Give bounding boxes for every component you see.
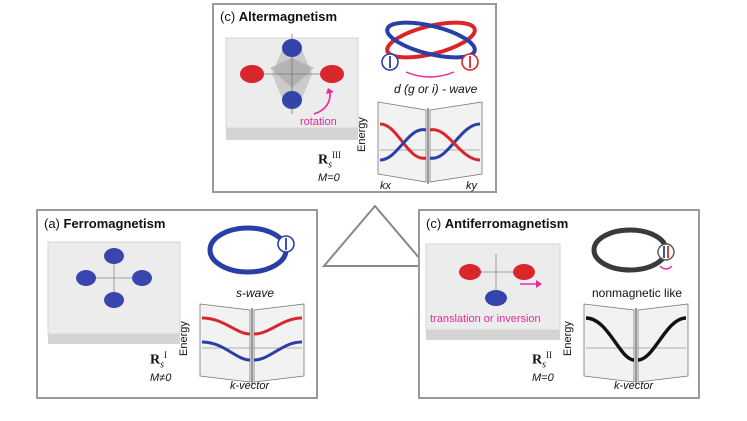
spin-up-atom-left [459, 264, 481, 280]
d-wave-ring-illustration [381, 20, 479, 78]
s-wave-ring-illustration [207, 225, 295, 275]
nonmagnetic-label: nonmagnetic like [592, 286, 683, 300]
antiferromagnet-band-plot [583, 303, 689, 384]
ferro-k-vector-label: k-vector [230, 380, 270, 392]
ferromagnetism-label: Ferromagnetism [63, 216, 166, 231]
antiferromagnetism-label: Antiferromagnetism [444, 216, 569, 231]
spin-up-atom-right [513, 264, 535, 280]
nonmagnetic-ring-illustration [591, 227, 675, 273]
altermagnetism-title: (c) Altermagnetism [220, 9, 338, 24]
spin-atom-bottom [104, 292, 124, 308]
altermagnet-band-plot [377, 101, 483, 184]
spin-down-atom-bottom [282, 91, 302, 109]
m-value-alter: M=0 [318, 172, 340, 184]
alter-energy-axis-label: Energy [356, 117, 368, 152]
anti-energy-axis-label: Energy [562, 321, 574, 356]
altermagnet-lattice-illustration [225, 34, 359, 140]
antiferromagnet-lattice-illustration [425, 243, 561, 340]
r-symbol-alter: RsIII [318, 150, 342, 171]
antiferromagnetism-title: (c) Antiferromagnetism [426, 216, 569, 231]
spin-up-atom-right [320, 65, 344, 83]
spin-up-atom-left [240, 65, 264, 83]
m-value-anti: M=0 [532, 372, 554, 384]
ferro-energy-axis-label: Energy [178, 321, 190, 356]
r-symbol-ferro: RsI [150, 350, 168, 371]
translation-label: translation or inversion [430, 313, 541, 325]
spin-atom-right [132, 270, 152, 286]
ky-label: ky [466, 180, 477, 192]
spin-down-atom-bottom [485, 290, 507, 306]
s-wave-label: s-wave [236, 286, 275, 300]
ferromagnet-lattice-illustration [47, 241, 181, 344]
spin-atom-left [76, 270, 96, 286]
anti-k-vector-label: k-vector [614, 380, 654, 392]
d-wave-label: d (g or i) - wave [394, 82, 478, 96]
m-value-ferro: M≠0 [150, 372, 172, 384]
kx-label: kx [380, 180, 391, 192]
altermagnetism-label: Altermagnetism [238, 9, 338, 24]
spin-down-atom-top [282, 39, 302, 57]
ferromagnet-band-plot [199, 303, 305, 384]
rotation-label: rotation [300, 116, 337, 128]
triangle-connector [321, 204, 429, 267]
ferromagnetism-title: (a) Ferromagnetism [44, 216, 166, 231]
r-symbol-anti: RsII [532, 350, 553, 371]
spin-atom-top [104, 248, 124, 264]
